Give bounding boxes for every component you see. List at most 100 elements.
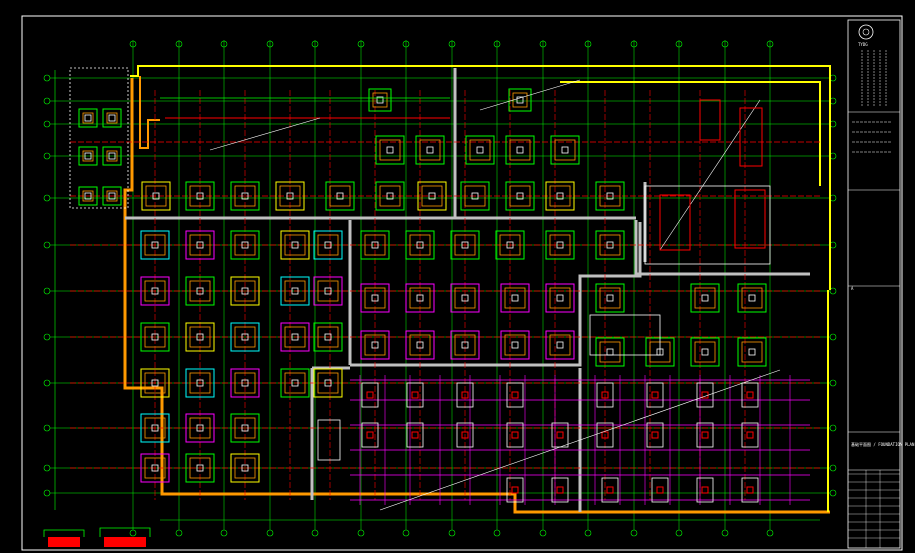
beam-layer (350, 375, 810, 505)
pile-cap (545, 181, 575, 211)
pile-cap (737, 337, 767, 367)
axis-bubble-left (43, 241, 51, 249)
column-section (291, 241, 299, 249)
column-section (556, 341, 564, 349)
axis-bubble-left (43, 194, 51, 202)
column-section (108, 192, 116, 200)
grid-axis-layer (43, 40, 837, 537)
stair-core-right (317, 99, 771, 461)
pile-cap (140, 276, 170, 306)
column-section (606, 241, 614, 249)
column-section (241, 333, 249, 341)
pile-cap (595, 283, 625, 313)
pile-cap (185, 276, 215, 306)
pile-cap (545, 283, 575, 313)
axis-bubble-top (721, 40, 729, 48)
axis-bubble-bottom (402, 529, 410, 537)
column-footing (596, 382, 614, 408)
column-section (511, 294, 519, 302)
pile-cap (500, 283, 530, 313)
axis-bubble-right (829, 287, 837, 295)
pile-cap (360, 330, 390, 360)
pile-cap (368, 88, 392, 112)
pile-cap (500, 330, 530, 360)
title-block: TYDG A 基础平面图 / FOUNDATION PLAN (847, 19, 915, 549)
pile-cap (465, 135, 495, 165)
pile-cap (230, 276, 260, 306)
column-section (241, 287, 249, 295)
section-details (43, 527, 151, 547)
pile-cap (140, 368, 170, 398)
column-section (461, 341, 469, 349)
axis-bubble-right (829, 333, 837, 341)
column-section (324, 241, 332, 249)
axis-bubble-left (43, 97, 51, 105)
column-section (476, 146, 484, 154)
pile-cap (325, 181, 355, 211)
axis-bubble-top (493, 40, 501, 48)
axis-bubble-right (829, 464, 837, 472)
axis-bubble-top (675, 40, 683, 48)
pile-cap (405, 330, 435, 360)
column-footing (651, 477, 669, 503)
column-section (371, 294, 379, 302)
pile-cap (185, 368, 215, 398)
building-outline (123, 65, 831, 514)
axis-bubble-bottom (766, 529, 774, 537)
pile-cap (280, 230, 310, 260)
pile-cap (405, 230, 435, 260)
axis-bubble-left (43, 74, 51, 82)
axis-bubble-bottom (675, 529, 683, 537)
pile-cap (460, 181, 490, 211)
column-footing (741, 477, 759, 503)
pile-cap (185, 322, 215, 352)
column-footing (406, 382, 424, 408)
pile-cap (313, 230, 343, 260)
column-section (701, 294, 709, 302)
logo-text: TYDG (858, 42, 868, 47)
column-footing (596, 422, 614, 448)
pile-cap (230, 413, 260, 443)
column-footing (646, 422, 664, 448)
column-section (196, 333, 204, 341)
pile-cap (505, 181, 535, 211)
pile-cap (280, 276, 310, 306)
column-footing (406, 422, 424, 448)
column-section (196, 241, 204, 249)
column-footing (741, 422, 759, 448)
sheet-border (21, 15, 903, 551)
pile-cap (690, 283, 720, 313)
axis-bubble-top (766, 40, 774, 48)
column-section (371, 241, 379, 249)
column-section (516, 96, 524, 104)
pile-cap (313, 322, 343, 352)
pile-cap (275, 181, 305, 211)
pile-cap (102, 108, 122, 128)
column-footing (361, 422, 379, 448)
column-section (516, 146, 524, 154)
column-footing (741, 382, 759, 408)
pile-cap (375, 181, 405, 211)
column-section (471, 192, 479, 200)
pile-cap (140, 322, 170, 352)
pile-cap (450, 330, 480, 360)
column-section (241, 192, 249, 200)
column-section (291, 379, 299, 387)
pile-cap (230, 322, 260, 352)
pile-cap (595, 337, 625, 367)
column-section (152, 192, 160, 200)
axis-bubble-left (43, 120, 51, 128)
pile-cap (102, 146, 122, 166)
pile-cap (102, 186, 122, 206)
pile-cap (450, 283, 480, 313)
column-section (286, 192, 294, 200)
axis-bubble-left (43, 464, 51, 472)
axis-bubble-bottom (266, 529, 274, 537)
axis-bubble-top (539, 40, 547, 48)
column-section (151, 379, 159, 387)
pile-cap (230, 181, 260, 211)
sheet-label: A (851, 286, 854, 291)
axis-bubble-bottom (129, 529, 137, 537)
column-footing (456, 382, 474, 408)
